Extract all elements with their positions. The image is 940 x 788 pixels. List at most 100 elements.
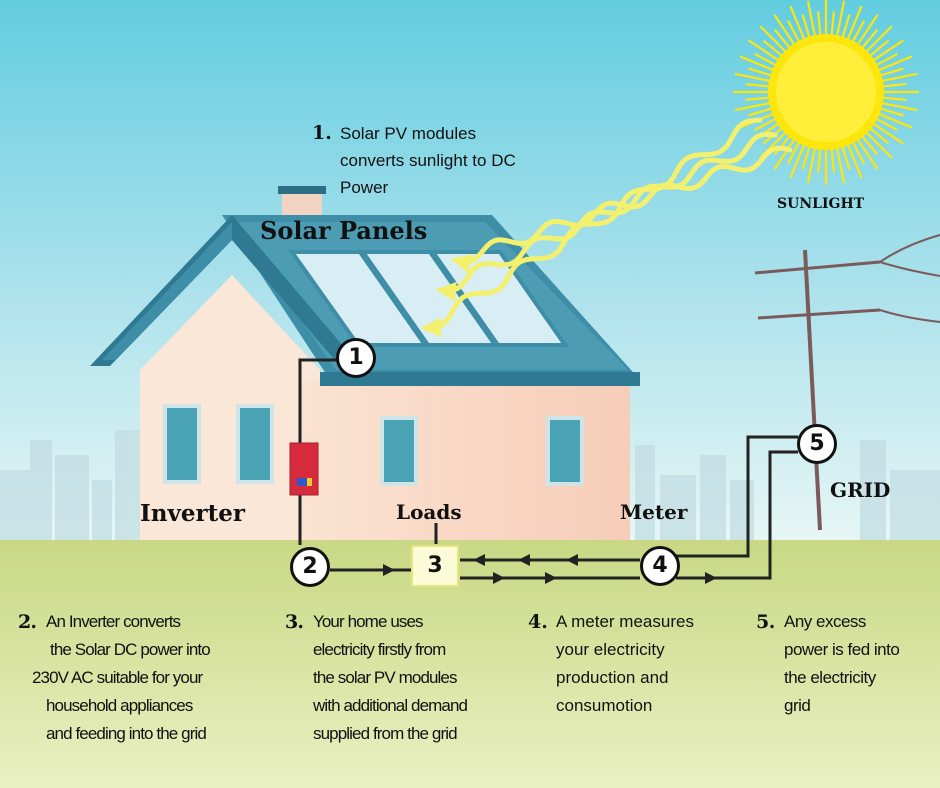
- sun-ray: [869, 40, 889, 57]
- step-1: 1. Solar PV modules converts sunlight to…: [312, 120, 516, 201]
- marker-3: 3: [411, 545, 459, 587]
- step-3-line: electricity firstly from: [313, 640, 446, 659]
- sunlight-label: SUNLIGHT: [777, 196, 865, 212]
- step-4-number: 4.: [528, 611, 548, 633]
- sun-ray: [836, 0, 845, 37]
- step-4-line: A meter measures: [556, 612, 694, 631]
- sun-ray: [734, 73, 771, 82]
- step-2: 2. An Inverter converts the Solar DC pow…: [18, 608, 211, 748]
- meter-label: Meter: [620, 500, 688, 524]
- sun-ray: [807, 0, 816, 37]
- solar-panels-label: Solar Panels: [260, 216, 428, 245]
- sun-ray: [882, 96, 907, 101]
- sun-ray: [873, 123, 904, 145]
- step-3: 3. Your home uses electricity firstly fr…: [285, 608, 468, 748]
- step-5: 5. Any excess power is fed into the elec…: [756, 608, 900, 720]
- sun-ray: [801, 14, 811, 38]
- sun-ray: [847, 5, 863, 40]
- step-5-line: the electricity: [784, 668, 876, 687]
- loads-label: Loads: [396, 500, 462, 524]
- sun-ray: [852, 142, 865, 164]
- step-1-line: Solar PV modules: [340, 124, 477, 143]
- inverter-label: Inverter: [140, 500, 245, 527]
- sun-ray: [878, 113, 913, 129]
- sun-ray: [869, 127, 889, 144]
- sun-ray: [873, 39, 904, 61]
- windows: [163, 404, 584, 486]
- grid-label: GRID: [830, 478, 891, 502]
- step-2-number: 2.: [18, 611, 37, 633]
- sun-ray: [861, 29, 878, 49]
- sun-ray: [745, 96, 770, 101]
- step-2-line: 230V AC suitable for your: [32, 668, 203, 687]
- sun-ray: [830, 11, 835, 36]
- step-4-line: production and: [556, 668, 669, 687]
- sun-ray: [787, 20, 800, 42]
- step-5-line: Any excess: [784, 612, 866, 631]
- sun-ray: [734, 102, 771, 111]
- marker-5: 5: [797, 424, 837, 464]
- flow-arrows: [383, 554, 717, 584]
- solar-panels: [288, 250, 569, 347]
- sun-ray: [774, 29, 791, 49]
- sun-ray: [774, 135, 791, 155]
- sun-ray: [881, 73, 918, 82]
- sun-ray: [773, 14, 795, 45]
- step-2-line: and feeding into the grid: [46, 724, 207, 743]
- sun-ray: [789, 5, 805, 40]
- step-3-line: supplied from the grid: [313, 724, 458, 743]
- step-4-line: your electricity: [556, 640, 665, 659]
- sun-ray: [880, 67, 904, 77]
- utility-pole: [754, 234, 940, 531]
- sunlight-rays: [421, 117, 793, 338]
- ground: [0, 540, 940, 788]
- sun-ray: [861, 135, 878, 155]
- sun-ray: [857, 139, 879, 170]
- step-4: 4. A meter measures your electricity pro…: [528, 608, 694, 720]
- marker-2: 2: [290, 547, 330, 587]
- inverter-device: [289, 442, 319, 496]
- sun-ray: [763, 40, 783, 57]
- sunlight-beam: [436, 131, 778, 302]
- sun-ray: [857, 14, 879, 45]
- sun-ray: [865, 131, 893, 159]
- sun: [732, 0, 920, 186]
- step-3-line: with additional demand: [313, 696, 468, 715]
- sun-ray: [880, 107, 904, 117]
- sun-ray: [841, 14, 851, 38]
- sun-ray: [830, 148, 835, 173]
- step-1-line: converts sunlight to DC: [340, 151, 516, 170]
- sun-ray: [787, 142, 800, 164]
- sun-ray: [807, 147, 816, 184]
- step-3-line: Your home uses: [313, 612, 424, 631]
- sun-ray: [852, 20, 865, 42]
- sun-ray: [759, 25, 787, 53]
- sun-ray: [847, 144, 863, 179]
- step-2-line: the Solar DC power into: [50, 640, 211, 659]
- step-3-line: the solar PV modules: [313, 668, 457, 687]
- step-3-number: 3.: [285, 611, 304, 633]
- sun-ray: [876, 118, 898, 131]
- marker-1: 1: [336, 338, 376, 378]
- sun-ray: [817, 148, 822, 173]
- step-2-line: An Inverter converts: [46, 612, 181, 631]
- sun-ray: [817, 11, 822, 36]
- step-5-line: grid: [784, 696, 811, 715]
- sunlight-beam: [421, 117, 763, 338]
- sun-ray: [881, 102, 918, 111]
- sun-ray: [739, 55, 774, 71]
- sun-ray: [878, 55, 913, 71]
- sun-ray: [801, 146, 811, 170]
- sun-ray: [754, 53, 776, 66]
- sun-ray: [754, 118, 776, 131]
- step-2-line: household appliances: [46, 696, 193, 715]
- step-1-number: 1.: [312, 122, 332, 144]
- marker-4: 4: [640, 546, 680, 586]
- sun-ray: [876, 53, 898, 66]
- sun-ray: [773, 139, 795, 170]
- sunlight-beam: [451, 145, 793, 274]
- sun-ray: [748, 107, 772, 117]
- sun-ray: [841, 146, 851, 170]
- step-4-line: consumotion: [556, 696, 653, 715]
